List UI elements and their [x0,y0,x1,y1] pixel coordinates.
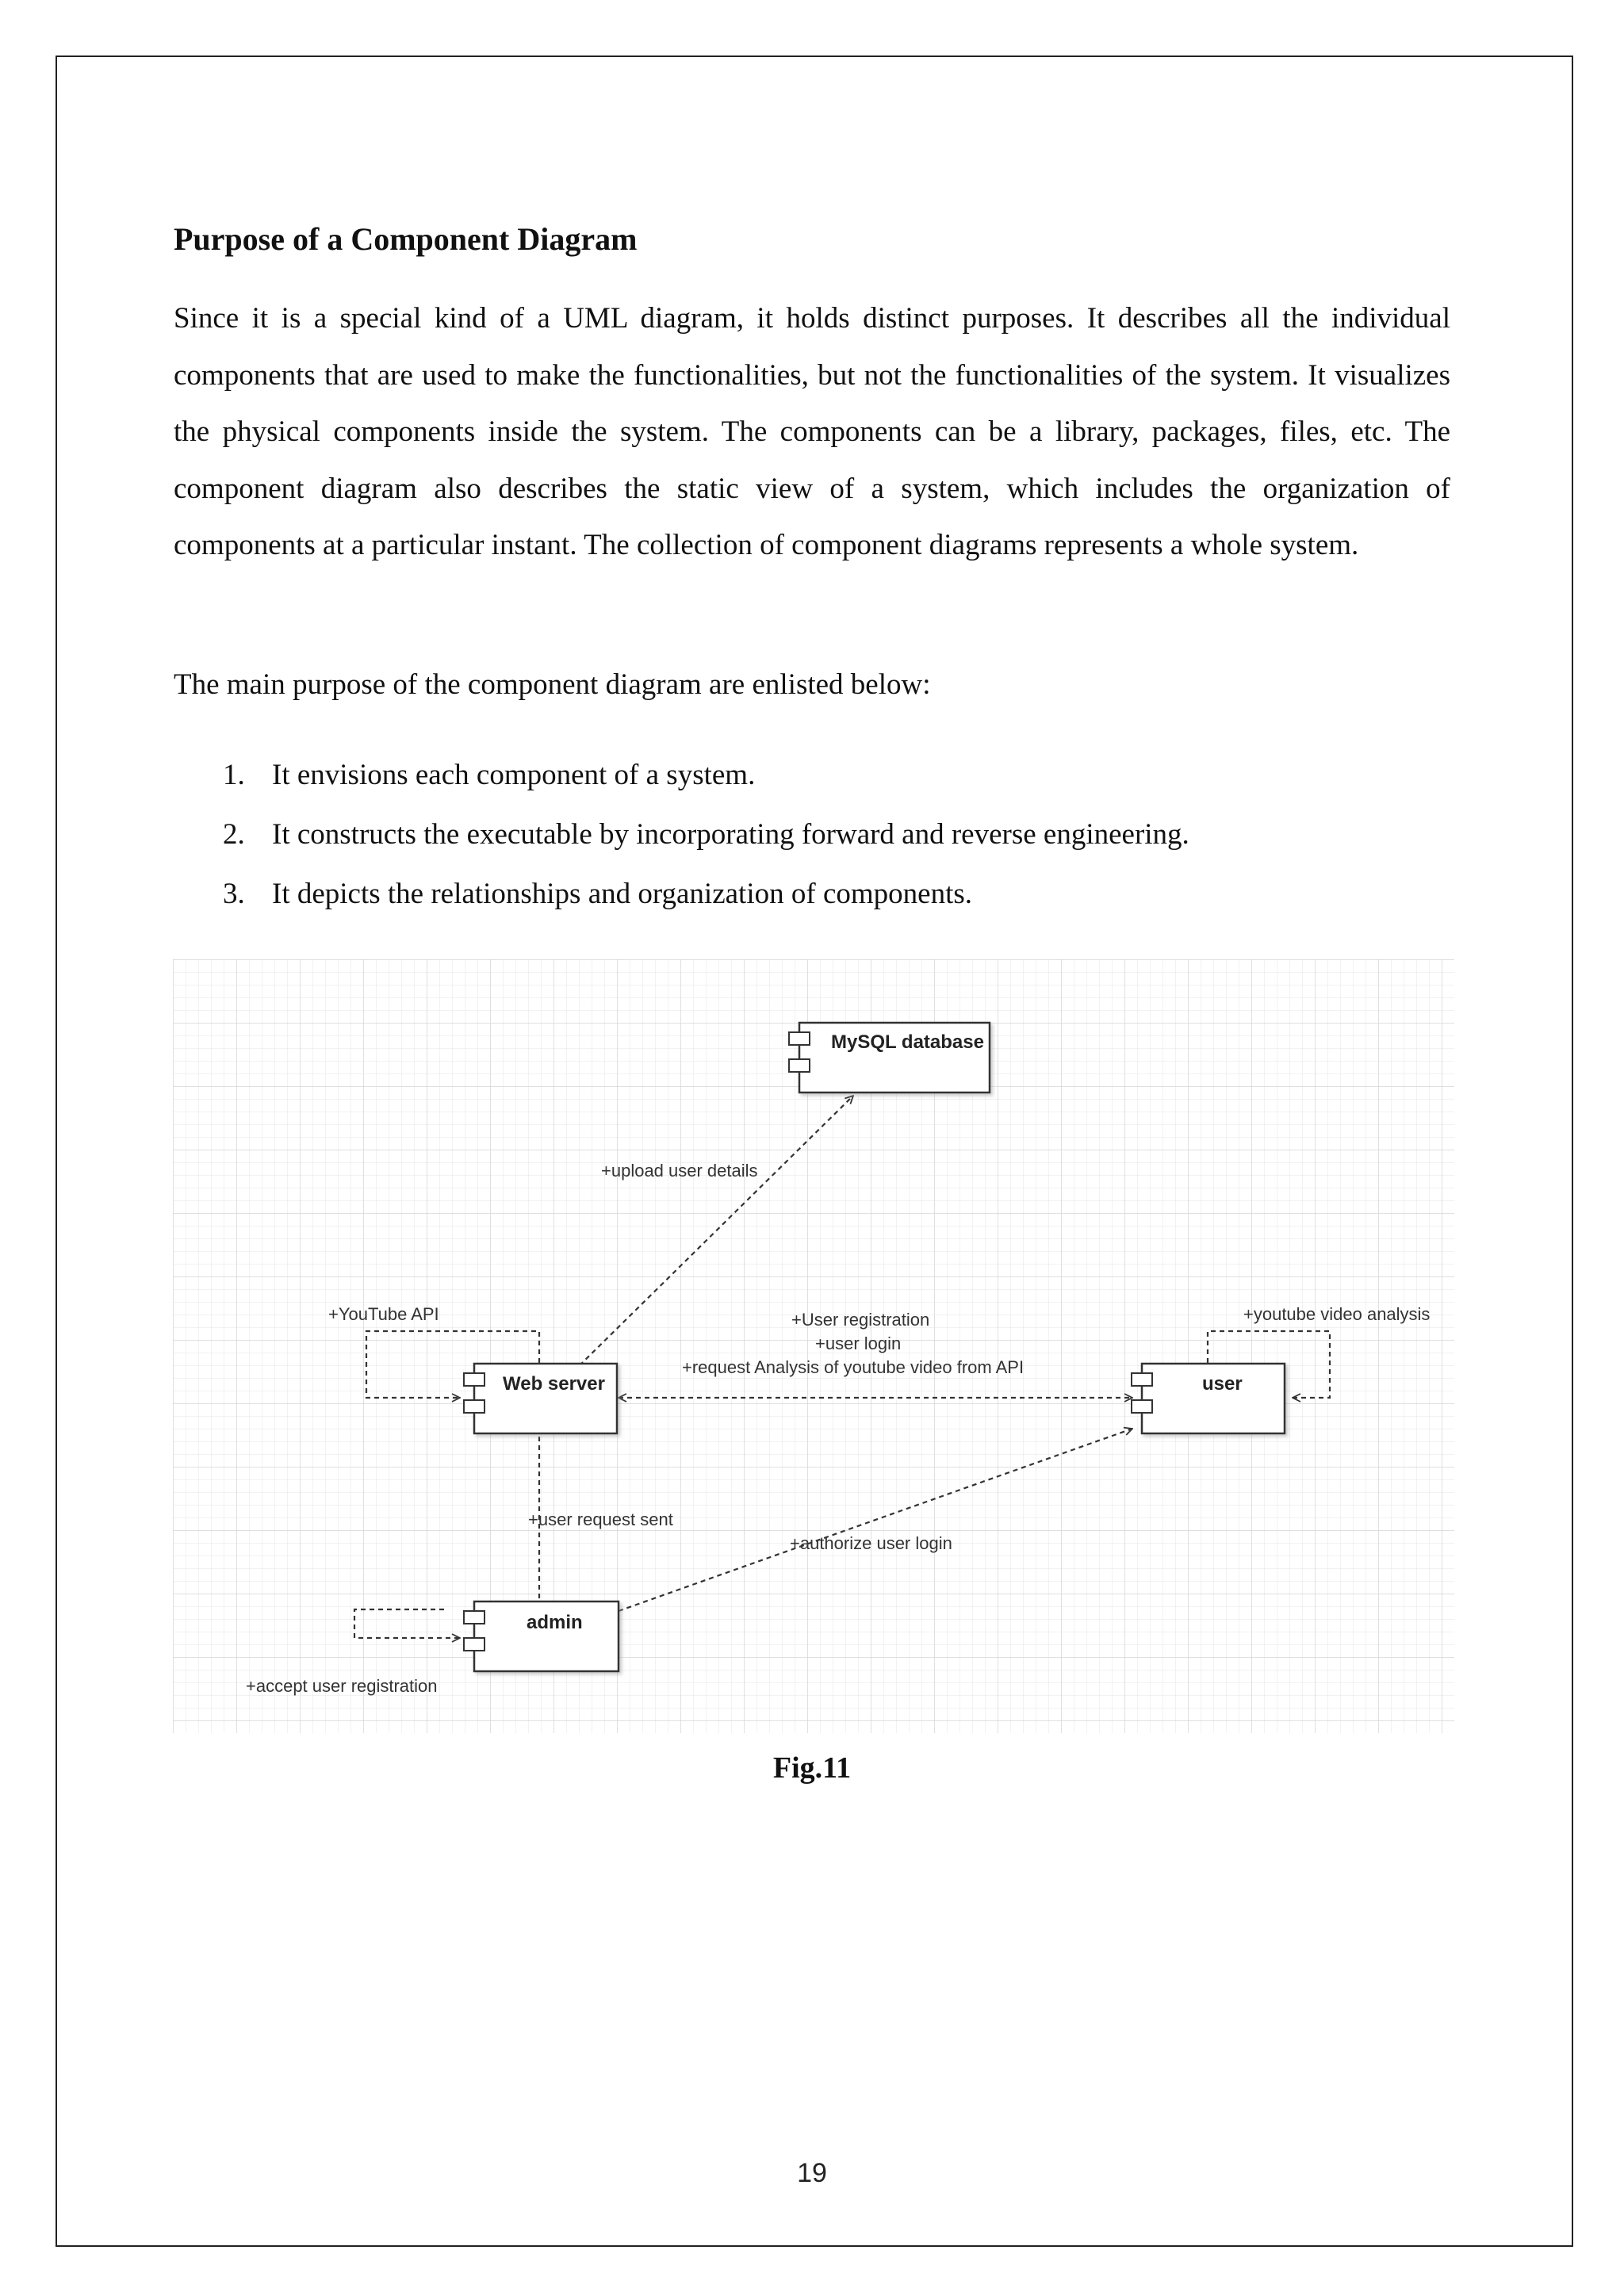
list-text: It envisions each component of a system. [272,759,756,791]
page-border [56,55,1573,2247]
label-user-request-sent: +user request sent [528,1510,673,1529]
list-number: 3. [223,878,245,910]
web-server-label: Web server [503,1373,605,1395]
component-mysql-database: MySQL database [788,1021,991,1094]
label-request-analysis: +request Analysis of youtube video from … [682,1357,1024,1377]
label-accept-user-registration: +accept user registration [246,1676,438,1696]
list-item: 2. It constructs the executable by incorp… [174,817,1189,876]
label-youtube-video-analysis: +youtube video analysis [1243,1304,1430,1324]
label-user-login: +user login [815,1334,901,1353]
connector-admin-loop [353,1608,460,1638]
component-web-server: Web server [463,1362,619,1435]
body-paragraph: Since it is a special kind of a UML diag… [174,302,1450,561]
list-item: 1. It envisions each component of a syste… [174,757,1189,817]
label-authorize-user-login: +authorize user login [790,1533,952,1553]
section-heading: Purpose of a Component Diagram [174,221,638,257]
connector-youtube-analysis-loop [1206,1330,1331,1398]
label-upload-user-details: +upload user details [601,1161,758,1181]
label-user-registration: +User registration [791,1310,929,1330]
component-diagram: MySQL database Web server user admin +up… [173,959,1454,1733]
list-number: 2. [223,818,245,851]
purpose-list: 1. It envisions each component of a syste… [174,757,1189,936]
list-intro: The main purpose of the component diagra… [174,668,931,701]
connector-web-mysql [573,1096,853,1372]
connector-admin-user [618,1429,1132,1613]
list-item: 3. It depicts the relationships and organ… [174,876,1189,936]
list-text: It constructs the executable by incorpor… [272,818,1189,851]
user-component-label: user [1202,1373,1243,1395]
page-number: 19 [797,2158,827,2188]
mysql-database-label: MySQL database [831,1031,984,1053]
list-number: 1. [223,759,245,791]
component-admin: admin [463,1600,620,1673]
admin-component-label: admin [527,1612,583,1633]
label-youtube-api: +YouTube API [328,1304,439,1324]
connector-youtube-api-loop [365,1330,541,1398]
component-user: user [1131,1362,1286,1435]
figure-caption: Fig.11 [772,1751,852,1785]
list-text: It depicts the relationships and organiz… [272,878,972,910]
